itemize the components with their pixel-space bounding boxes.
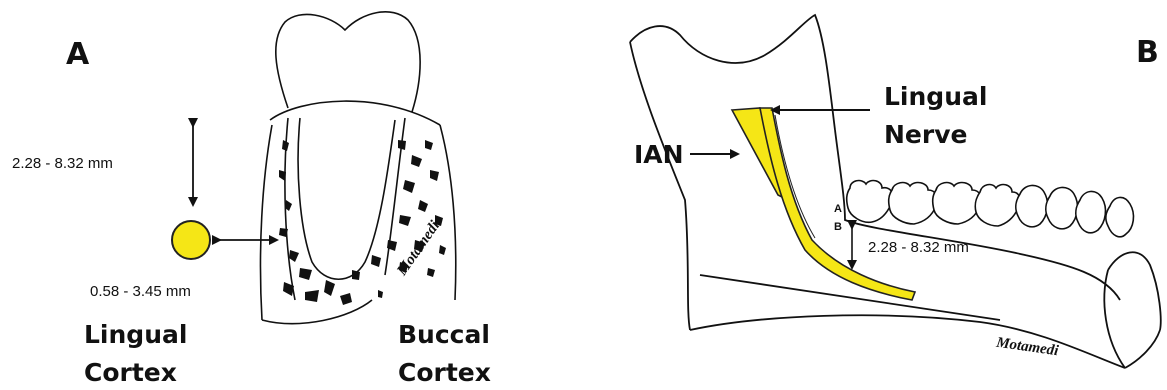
panel-b-label: B xyxy=(1136,38,1159,68)
lingual-nerve-line2: Nerve xyxy=(884,122,967,147)
lingual-nerve-line1: Lingual xyxy=(884,84,987,109)
lingual-nerve-dot xyxy=(172,221,210,259)
point-a-label: A xyxy=(834,204,842,215)
panel-a-label: A xyxy=(66,40,89,70)
ian-label: IAN xyxy=(634,142,684,167)
teeth-row xyxy=(847,181,1134,237)
lingual-cortex-line2: Cortex xyxy=(84,360,177,385)
point-b-label: B xyxy=(834,222,842,233)
trabecular-bone xyxy=(279,140,446,305)
buccal-cortex-line2: Cortex xyxy=(398,360,491,385)
horizontal-measure-label-a: 0.58 - 3.45 mm xyxy=(90,284,191,299)
lingual-cortex-line1: Lingual xyxy=(84,322,187,347)
vertical-measure-label-a: 2.28 - 8.32 mm xyxy=(12,156,113,171)
buccal-cortex-line1: Buccal xyxy=(398,322,490,347)
vertical-measure-label-b: 2.28 - 8.32 mm xyxy=(868,240,969,255)
